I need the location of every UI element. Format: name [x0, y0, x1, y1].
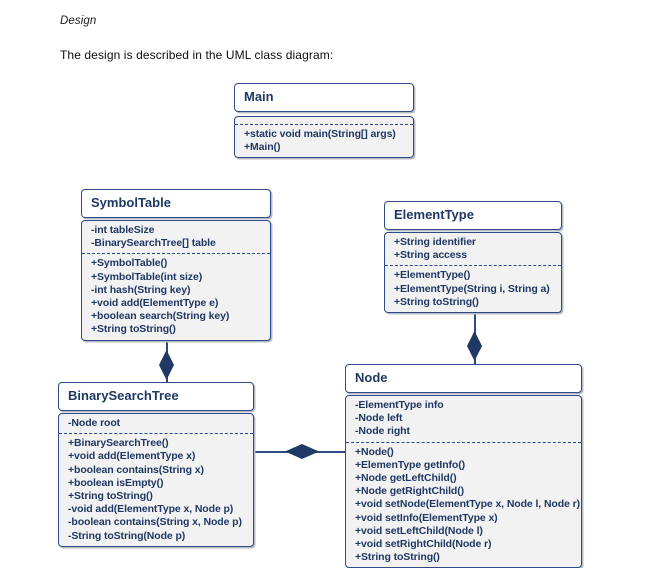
uml-member: +String toString() [394, 295, 479, 308]
uml-class-symboltable-title: SymbolTable [81, 189, 271, 218]
uml-member: +void setNode(ElementType x, Node l, Nod… [355, 498, 580, 511]
uml-member: -Node right [355, 425, 410, 438]
uml-member: +boolean isEmpty() [68, 476, 164, 489]
uml-member: -ElementType info [355, 398, 444, 411]
uml-class-symboltable[interactable]: SymbolTable -int tableSize -BinarySearch… [81, 189, 271, 341]
uml-member: +static void main(String[] args) [244, 127, 396, 140]
uml-class-binarysearchtree-title: BinarySearchTree [58, 382, 254, 411]
uml-class-binarysearchtree-attributes: -Node root [59, 414, 253, 435]
uml-member: -Node left [355, 412, 403, 425]
uml-member: +void add(ElementType x) [68, 450, 196, 463]
uml-member: +Node getRightChild() [355, 485, 465, 498]
uml-member: +boolean search(String key) [91, 310, 230, 323]
uml-member: +Main() [244, 141, 281, 154]
uml-class-symboltable-methods: +SymbolTable() +SymbolTable(int size) -i… [82, 254, 270, 339]
uml-class-main-title: Main [234, 83, 414, 112]
uml-class-binarysearchtree-body: -Node root +BinarySearchTree() +void add… [58, 412, 254, 547]
uml-member: -Node root [68, 416, 121, 429]
uml-class-node-methods: +Node() +ElemenType getInfo() +Node getL… [346, 443, 581, 568]
uml-member: +SymbolTable(int size) [91, 270, 203, 283]
uml-class-node[interactable]: Node -ElementType info -Node left -Node … [345, 364, 582, 568]
uml-class-elementtype-title: ElementType [384, 201, 562, 230]
uml-class-binarysearchtree-methods: +BinarySearchTree() +void add(ElementTyp… [59, 434, 253, 546]
uml-member: +BinarySearchTree() [68, 437, 169, 450]
uml-member: +Node getLeftChild() [355, 471, 457, 484]
uml-member: +String identifier [394, 235, 476, 248]
uml-class-main-attributes [235, 117, 413, 125]
uml-class-symboltable-body: -int tableSize -BinarySearchTree[] table… [81, 219, 271, 341]
uml-member: -void add(ElementType x, Node p) [68, 503, 234, 516]
uml-member: +void setInfo(ElementType x) [355, 511, 498, 524]
uml-class-main-methods: +static void main(String[] args) +Main() [235, 125, 413, 157]
uml-member: -int tableSize [91, 223, 155, 236]
uml-class-elementtype-methods: +ElementType() +ElementType(String i, St… [385, 266, 561, 312]
section-heading: Design [60, 15, 97, 27]
uml-member: +ElementType(String i, String a) [394, 282, 550, 295]
uml-member: -BinarySearchTree[] table [91, 237, 216, 250]
uml-member: +ElementType() [394, 269, 471, 282]
uml-class-elementtype[interactable]: ElementType +String identifier +String a… [384, 201, 562, 313]
composition-diamond-elementtype-node [467, 331, 482, 361]
uml-class-node-attributes: -ElementType info -Node left -Node right [346, 396, 581, 443]
uml-member: +SymbolTable() [91, 257, 168, 270]
uml-class-node-body: -ElementType info -Node left -Node right… [345, 394, 582, 568]
uml-member: +ElemenType getInfo() [355, 458, 466, 471]
uml-class-main[interactable]: Main +static void main(String[] args) +M… [234, 83, 414, 159]
uml-class-diagram: Main +static void main(String[] args) +M… [58, 83, 582, 568]
uml-member: +String toString() [355, 551, 440, 564]
uml-member: +Node() [355, 445, 394, 458]
composition-diamond-node-binarysearchtree [285, 444, 319, 459]
uml-class-elementtype-attributes: +String identifier +String access [385, 233, 561, 267]
uml-member: +String access [394, 249, 468, 262]
uml-member: -String toString(Node p) [68, 529, 186, 542]
uml-class-elementtype-body: +String identifier +String access +Eleme… [384, 231, 562, 313]
section-paragraph: The design is described in the UML class… [60, 48, 334, 62]
uml-member: -boolean contains(String x, Node p) [68, 516, 242, 529]
uml-member: +void add(ElementType e) [91, 296, 219, 309]
uml-class-node-title: Node [345, 364, 582, 393]
uml-member: +void setRightChild(Node r) [355, 537, 492, 550]
uml-member: -int hash(String key) [91, 283, 191, 296]
uml-class-binarysearchtree[interactable]: BinarySearchTree -Node root +BinarySearc… [58, 382, 254, 547]
uml-class-symboltable-attributes: -int tableSize -BinarySearchTree[] table [82, 221, 270, 255]
uml-class-main-body: +static void main(String[] args) +Main() [234, 115, 414, 159]
uml-member: +String toString() [91, 323, 176, 336]
composition-diamond-symboltable-binarysearchtree [159, 350, 174, 380]
uml-member: +void setLeftChild(Node l) [355, 524, 483, 537]
uml-member: +boolean contains(String x) [68, 463, 204, 476]
uml-member: +String toString() [68, 489, 153, 502]
